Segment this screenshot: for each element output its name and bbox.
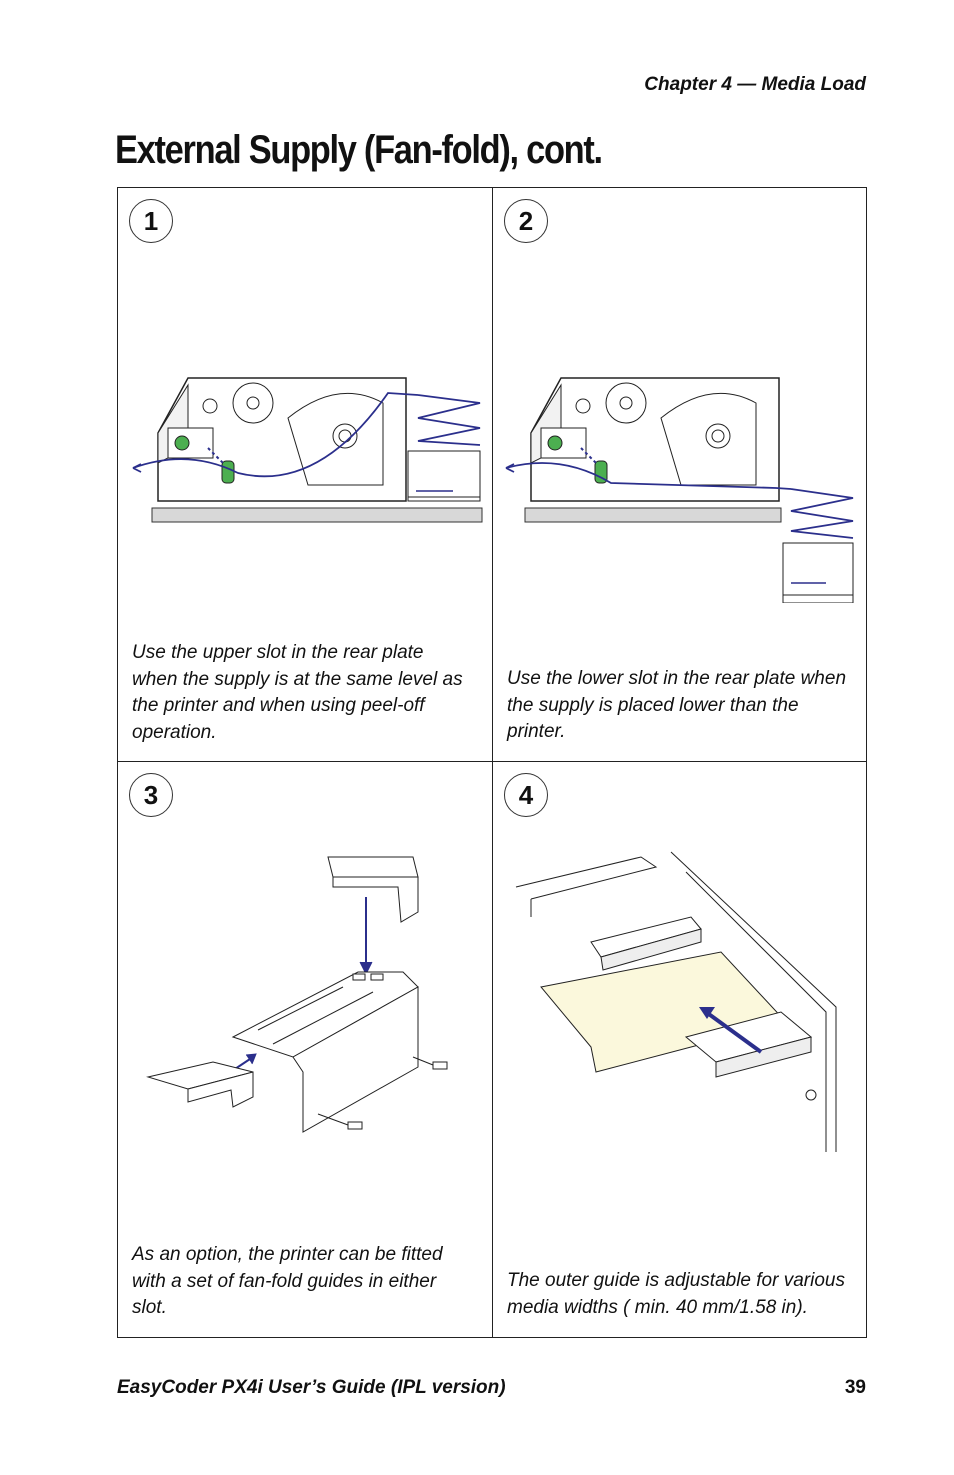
step-number: 4 <box>504 773 548 817</box>
step-caption: Use the lower slot in the rear plate whe… <box>507 668 847 742</box>
step-caption: The outer guide is adjustable for variou… <box>507 1270 845 1318</box>
step-number: 3 <box>129 773 173 817</box>
outer-guide-adjustment-illustration <box>515 851 837 1152</box>
steps-grid: 1 Use the upper slot in the rear plate w… <box>117 187 867 1338</box>
printer-upper-slot-illustration <box>132 377 483 523</box>
page-title: External Supply (Fan-fold), cont. <box>115 128 603 172</box>
step-3-panel: 3 As an option, the printer can be fitte… <box>118 762 493 1338</box>
step-number: 2 <box>504 199 548 243</box>
fan-fold-guides-illustration <box>146 856 448 1133</box>
step-4-panel: 4 The outer guide is adjustable for vari… <box>493 762 867 1338</box>
step-caption: As an option, the printer can be fitted … <box>132 1244 443 1318</box>
step-caption: Use the upper slot in the rear plate whe… <box>132 642 463 743</box>
step-1-panel: 1 Use the upper slot in the rear plate w… <box>118 188 493 762</box>
printer-lower-slot-illustration <box>505 377 854 603</box>
footer-guide-title: EasyCoder PX4i User’s Guide (IPL version… <box>117 1377 506 1398</box>
step-2-panel: 2 Use the lower slot in the rear plate w… <box>493 188 867 762</box>
page-number: 39 <box>844 1377 866 1398</box>
step-number: 1 <box>129 199 173 243</box>
chapter-header: Chapter 4 — Media Load <box>644 74 866 95</box>
